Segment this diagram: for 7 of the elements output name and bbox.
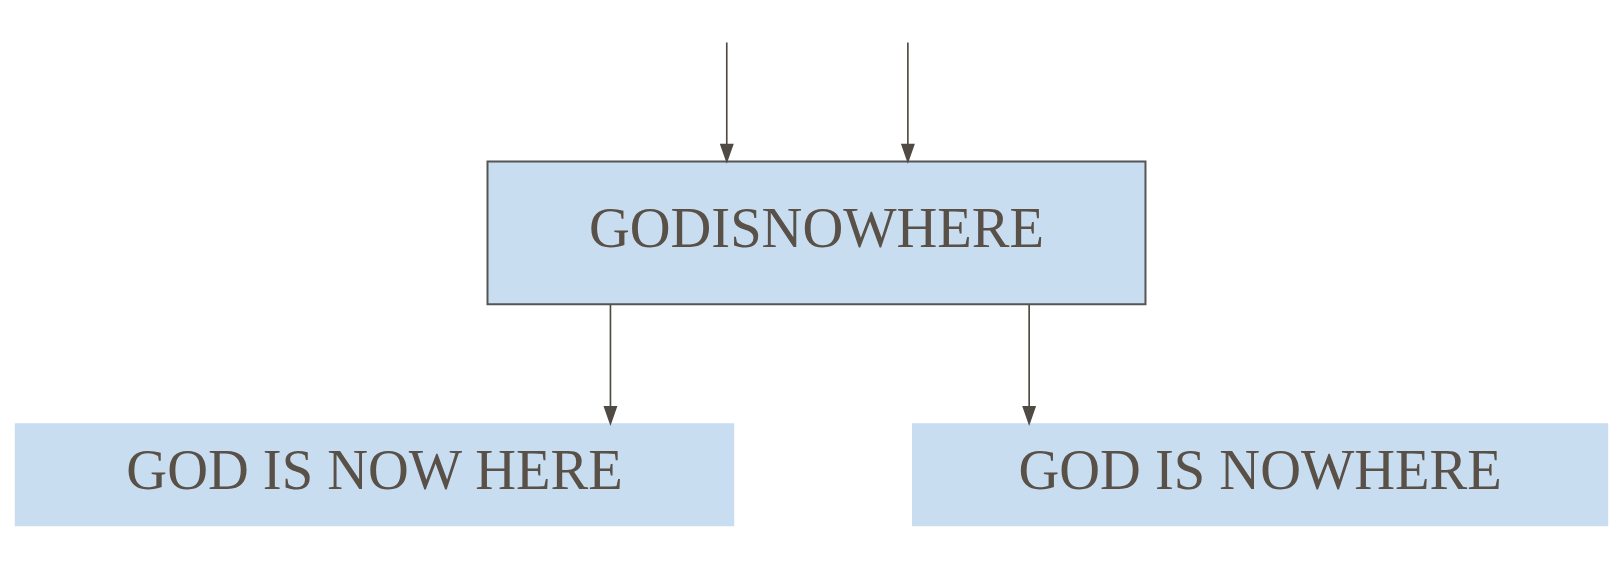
arrow xyxy=(1022,303,1037,426)
node-box: GODISNOWHERE xyxy=(486,160,1147,306)
arrow xyxy=(719,41,734,164)
node-box: GOD IS NOWHERE xyxy=(912,423,1609,527)
node-box: GOD IS NOW HERE xyxy=(14,423,735,527)
arrow xyxy=(603,303,618,426)
arrow xyxy=(900,41,915,164)
